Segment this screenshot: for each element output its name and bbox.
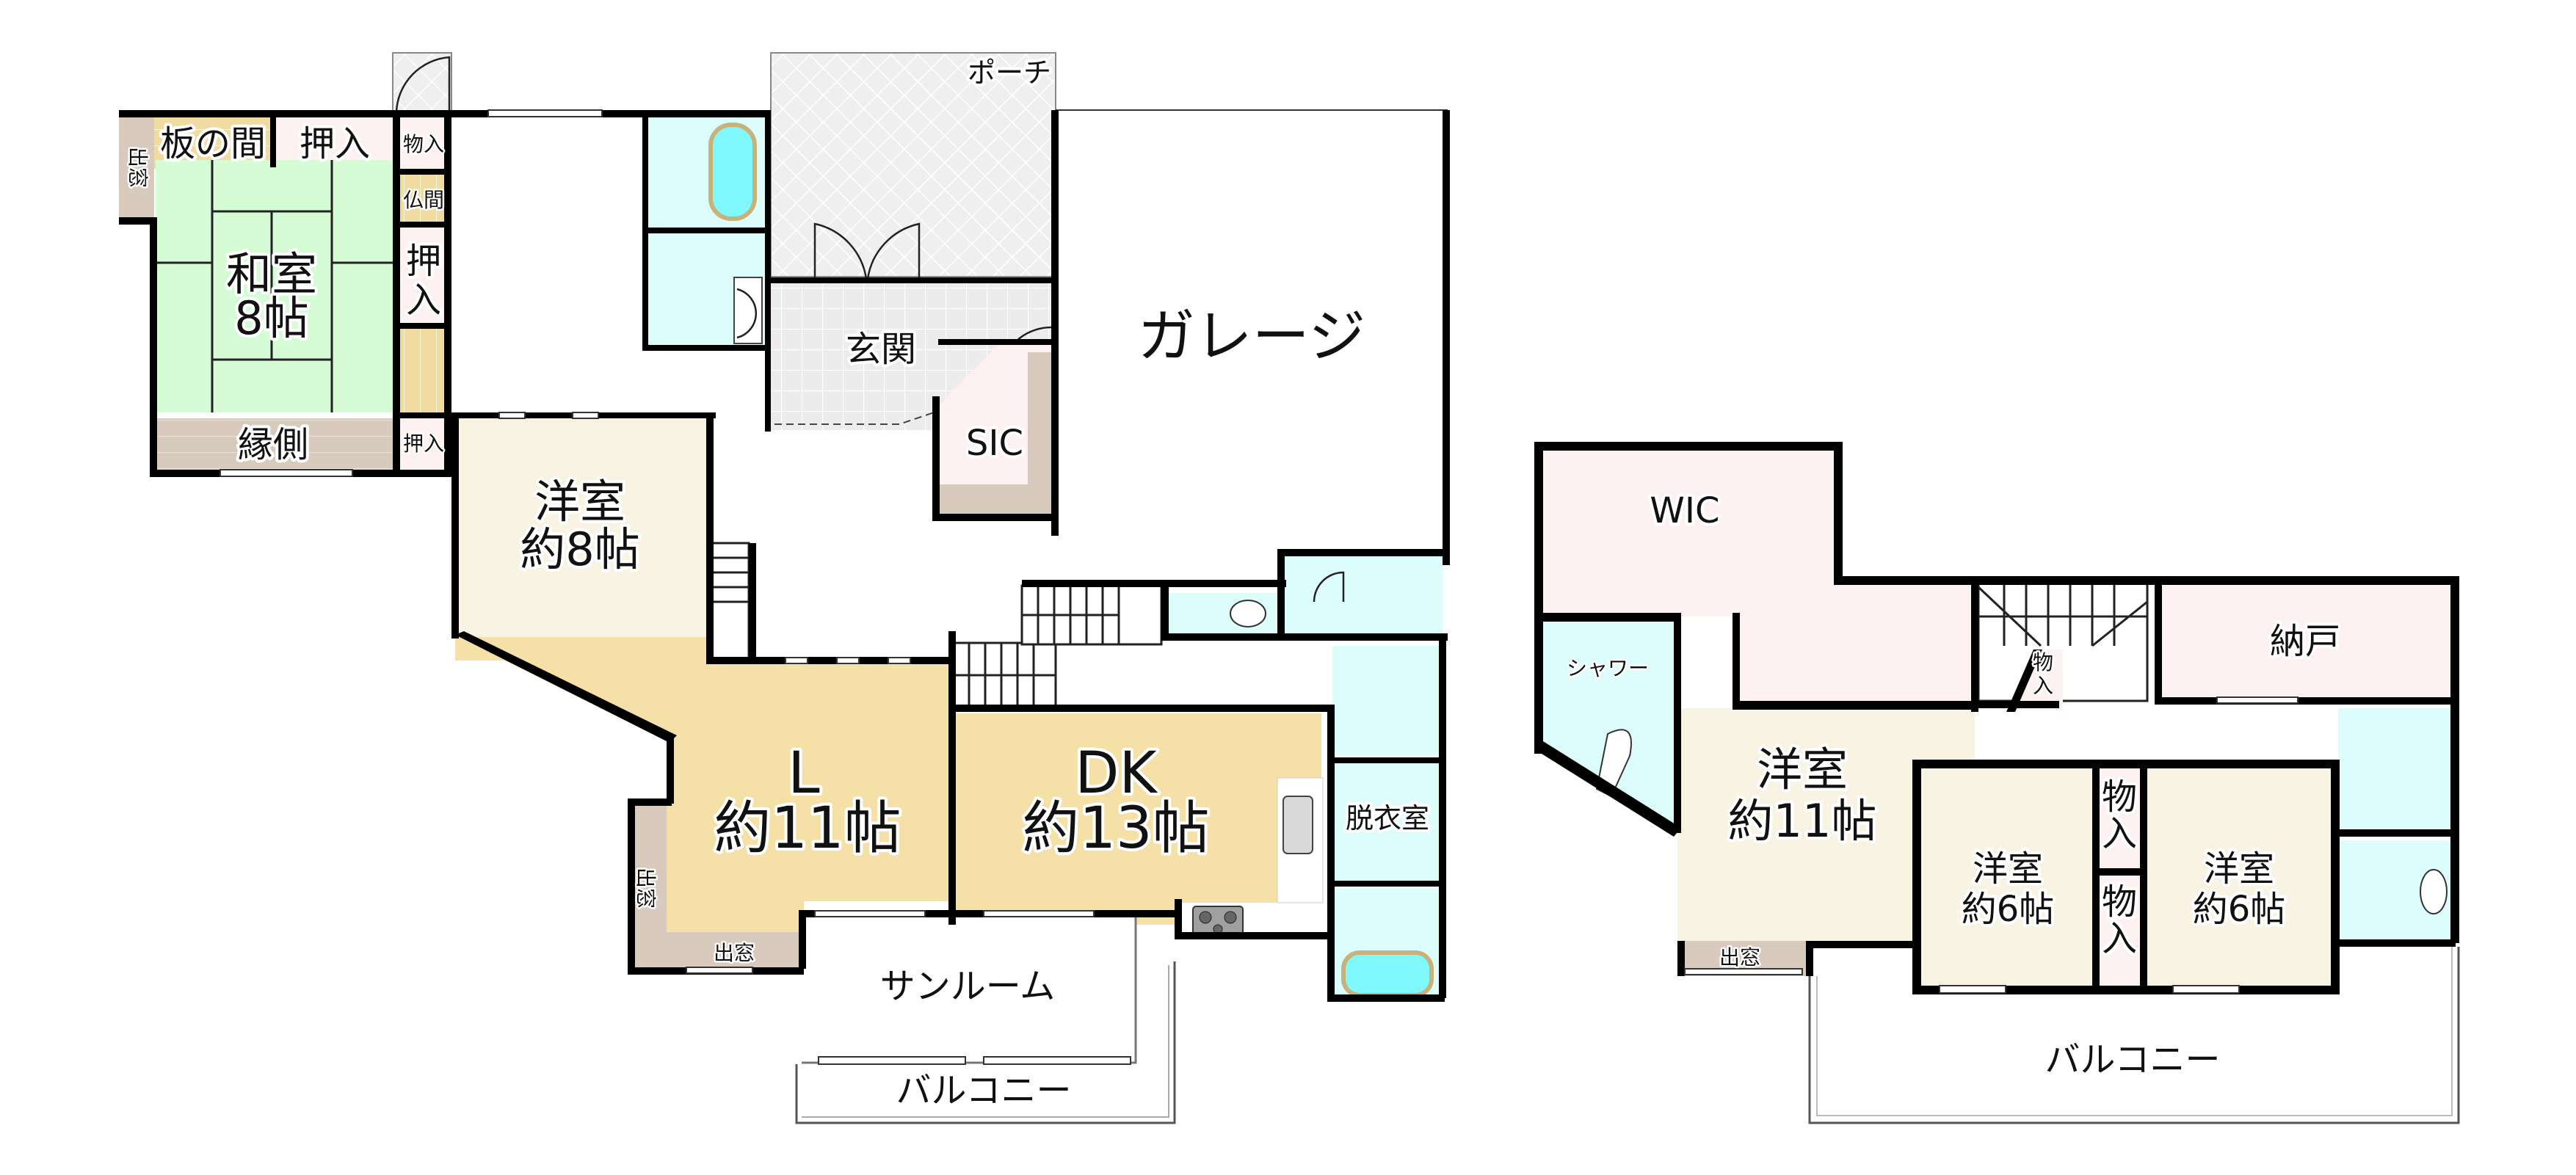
label-itanoma: 板の間 bbox=[160, 123, 266, 164]
bathtub bbox=[708, 123, 757, 221]
label-living: L bbox=[788, 741, 820, 807]
label-demado-2f: 出窓 bbox=[1719, 945, 1760, 970]
balcony-2f-outline bbox=[1808, 947, 2460, 1124]
label-shower: シャワー bbox=[1567, 656, 1649, 680]
side-porch bbox=[392, 52, 452, 114]
windows-1f bbox=[219, 109, 1131, 1065]
label-monoire-stair-2: 入 bbox=[2033, 674, 2053, 698]
label-dk: DK bbox=[1075, 741, 1158, 807]
label-wic: WIC bbox=[1650, 490, 1719, 531]
wash-2f bbox=[2338, 708, 2456, 833]
sic-room bbox=[938, 345, 1053, 514]
label-living-size: 約11帖 bbox=[714, 796, 901, 862]
label-monoire-stair-1: 物 bbox=[2033, 650, 2053, 674]
label-monoire-b-2: 入 bbox=[2102, 918, 2137, 959]
label-washitsu: 和室 bbox=[226, 247, 317, 301]
bay-window-l-bottom bbox=[630, 932, 804, 970]
floor-1: 板の間 押入 物入 仏間 和室 8帖 押 入 縁側 押入 出窓 洋室 約8帖 玄… bbox=[119, 52, 1450, 1124]
bathtub-1f bbox=[1341, 950, 1434, 997]
label-balcony1: バルコニー bbox=[896, 1070, 1071, 1111]
label-datsuijo: 脱衣室 bbox=[1346, 802, 1429, 834]
label-yoshitsu8: 洋室 bbox=[534, 475, 625, 528]
label-butsuma: 仏間 bbox=[403, 188, 444, 212]
label-demado-l-side: 出窓 bbox=[634, 867, 658, 909]
label-oshiire-small: 押入 bbox=[403, 432, 444, 456]
yoshitsu6a-room bbox=[1920, 767, 2092, 987]
washroom-1f bbox=[1332, 646, 1443, 756]
yoshitsu6b-room bbox=[2147, 767, 2331, 987]
tatami-lines bbox=[156, 160, 393, 412]
label-garage: ガレージ bbox=[1138, 304, 1365, 370]
wood-strip bbox=[393, 326, 449, 412]
lavatory-1f bbox=[1282, 555, 1443, 636]
label-porch: ポーチ bbox=[968, 57, 1051, 89]
porch-area bbox=[770, 52, 1056, 277]
monoire-a-room bbox=[2098, 767, 2141, 870]
label-balcony2: バルコニー bbox=[2045, 1039, 2220, 1080]
label-yoshitsu8-size: 約8帖 bbox=[520, 523, 639, 576]
label-oshiire-top: 押入 bbox=[300, 123, 370, 164]
living-room bbox=[455, 637, 951, 932]
label-sunroom: サンルーム bbox=[880, 966, 1056, 1007]
walls-2f bbox=[1534, 442, 2459, 994]
nando-room bbox=[2158, 586, 2456, 701]
oshiire-side-room bbox=[398, 228, 449, 326]
sink bbox=[1282, 796, 1313, 854]
label-yoshitsu11: 洋室 bbox=[1757, 743, 1848, 796]
label-yoshitsu6a-size: 約6帖 bbox=[1962, 889, 2055, 930]
label-oshiire-side-2: 入 bbox=[406, 280, 441, 321]
sunroom-room bbox=[802, 914, 1136, 1066]
dk-room bbox=[954, 713, 1321, 925]
label-monoire-a-1: 物 bbox=[2102, 776, 2137, 818]
shower-room bbox=[1540, 616, 1674, 829]
label-oshiire-side-1: 押 bbox=[406, 241, 441, 282]
wic-room bbox=[1540, 449, 1975, 705]
yoshitsu8-room bbox=[455, 417, 706, 637]
label-monoire-a-2: 入 bbox=[2102, 813, 2137, 854]
stairs-1f bbox=[707, 542, 1163, 709]
monoire-b-room bbox=[2098, 875, 2141, 987]
oshiire-small-room bbox=[398, 418, 449, 470]
label-genkan: 玄関 bbox=[846, 329, 916, 370]
label-demado-left: 出窓 bbox=[126, 147, 150, 188]
engawa-room bbox=[156, 418, 393, 470]
yoshitsu11-room bbox=[1677, 708, 1975, 947]
butsuma-room bbox=[398, 175, 449, 222]
label-nando: 納戸 bbox=[2270, 621, 2340, 662]
washitsu-room bbox=[156, 160, 393, 412]
label-monoire-b-1: 物 bbox=[2102, 881, 2137, 923]
floor-2: WIC シャワー 洋室 約11帖 物 入 納戸 洋室 約6帖 物 入 物 入 洋… bbox=[1534, 442, 2460, 1124]
bay-window-left bbox=[119, 116, 154, 219]
label-yoshitsu6b-size: 約6帖 bbox=[2193, 889, 2286, 930]
label-washitsu-size: 8帖 bbox=[234, 291, 308, 345]
monoire-top-room bbox=[398, 116, 449, 169]
label-sic: SIC bbox=[966, 423, 1023, 464]
datsuijo-room bbox=[1332, 763, 1443, 881]
label-yoshitsu6b: 洋室 bbox=[2204, 848, 2274, 890]
label-dk-size: 約13帖 bbox=[1022, 796, 1209, 862]
label-yoshitsu6a: 洋室 bbox=[1973, 848, 2043, 890]
label-engawa: 縁側 bbox=[238, 424, 308, 465]
label-demado-l-bottom: 出窓 bbox=[714, 941, 755, 965]
windows-2f bbox=[1684, 696, 2299, 994]
label-yoshitsu11-size: 約11帖 bbox=[1728, 794, 1877, 848]
label-monoire-top: 物入 bbox=[403, 132, 444, 156]
